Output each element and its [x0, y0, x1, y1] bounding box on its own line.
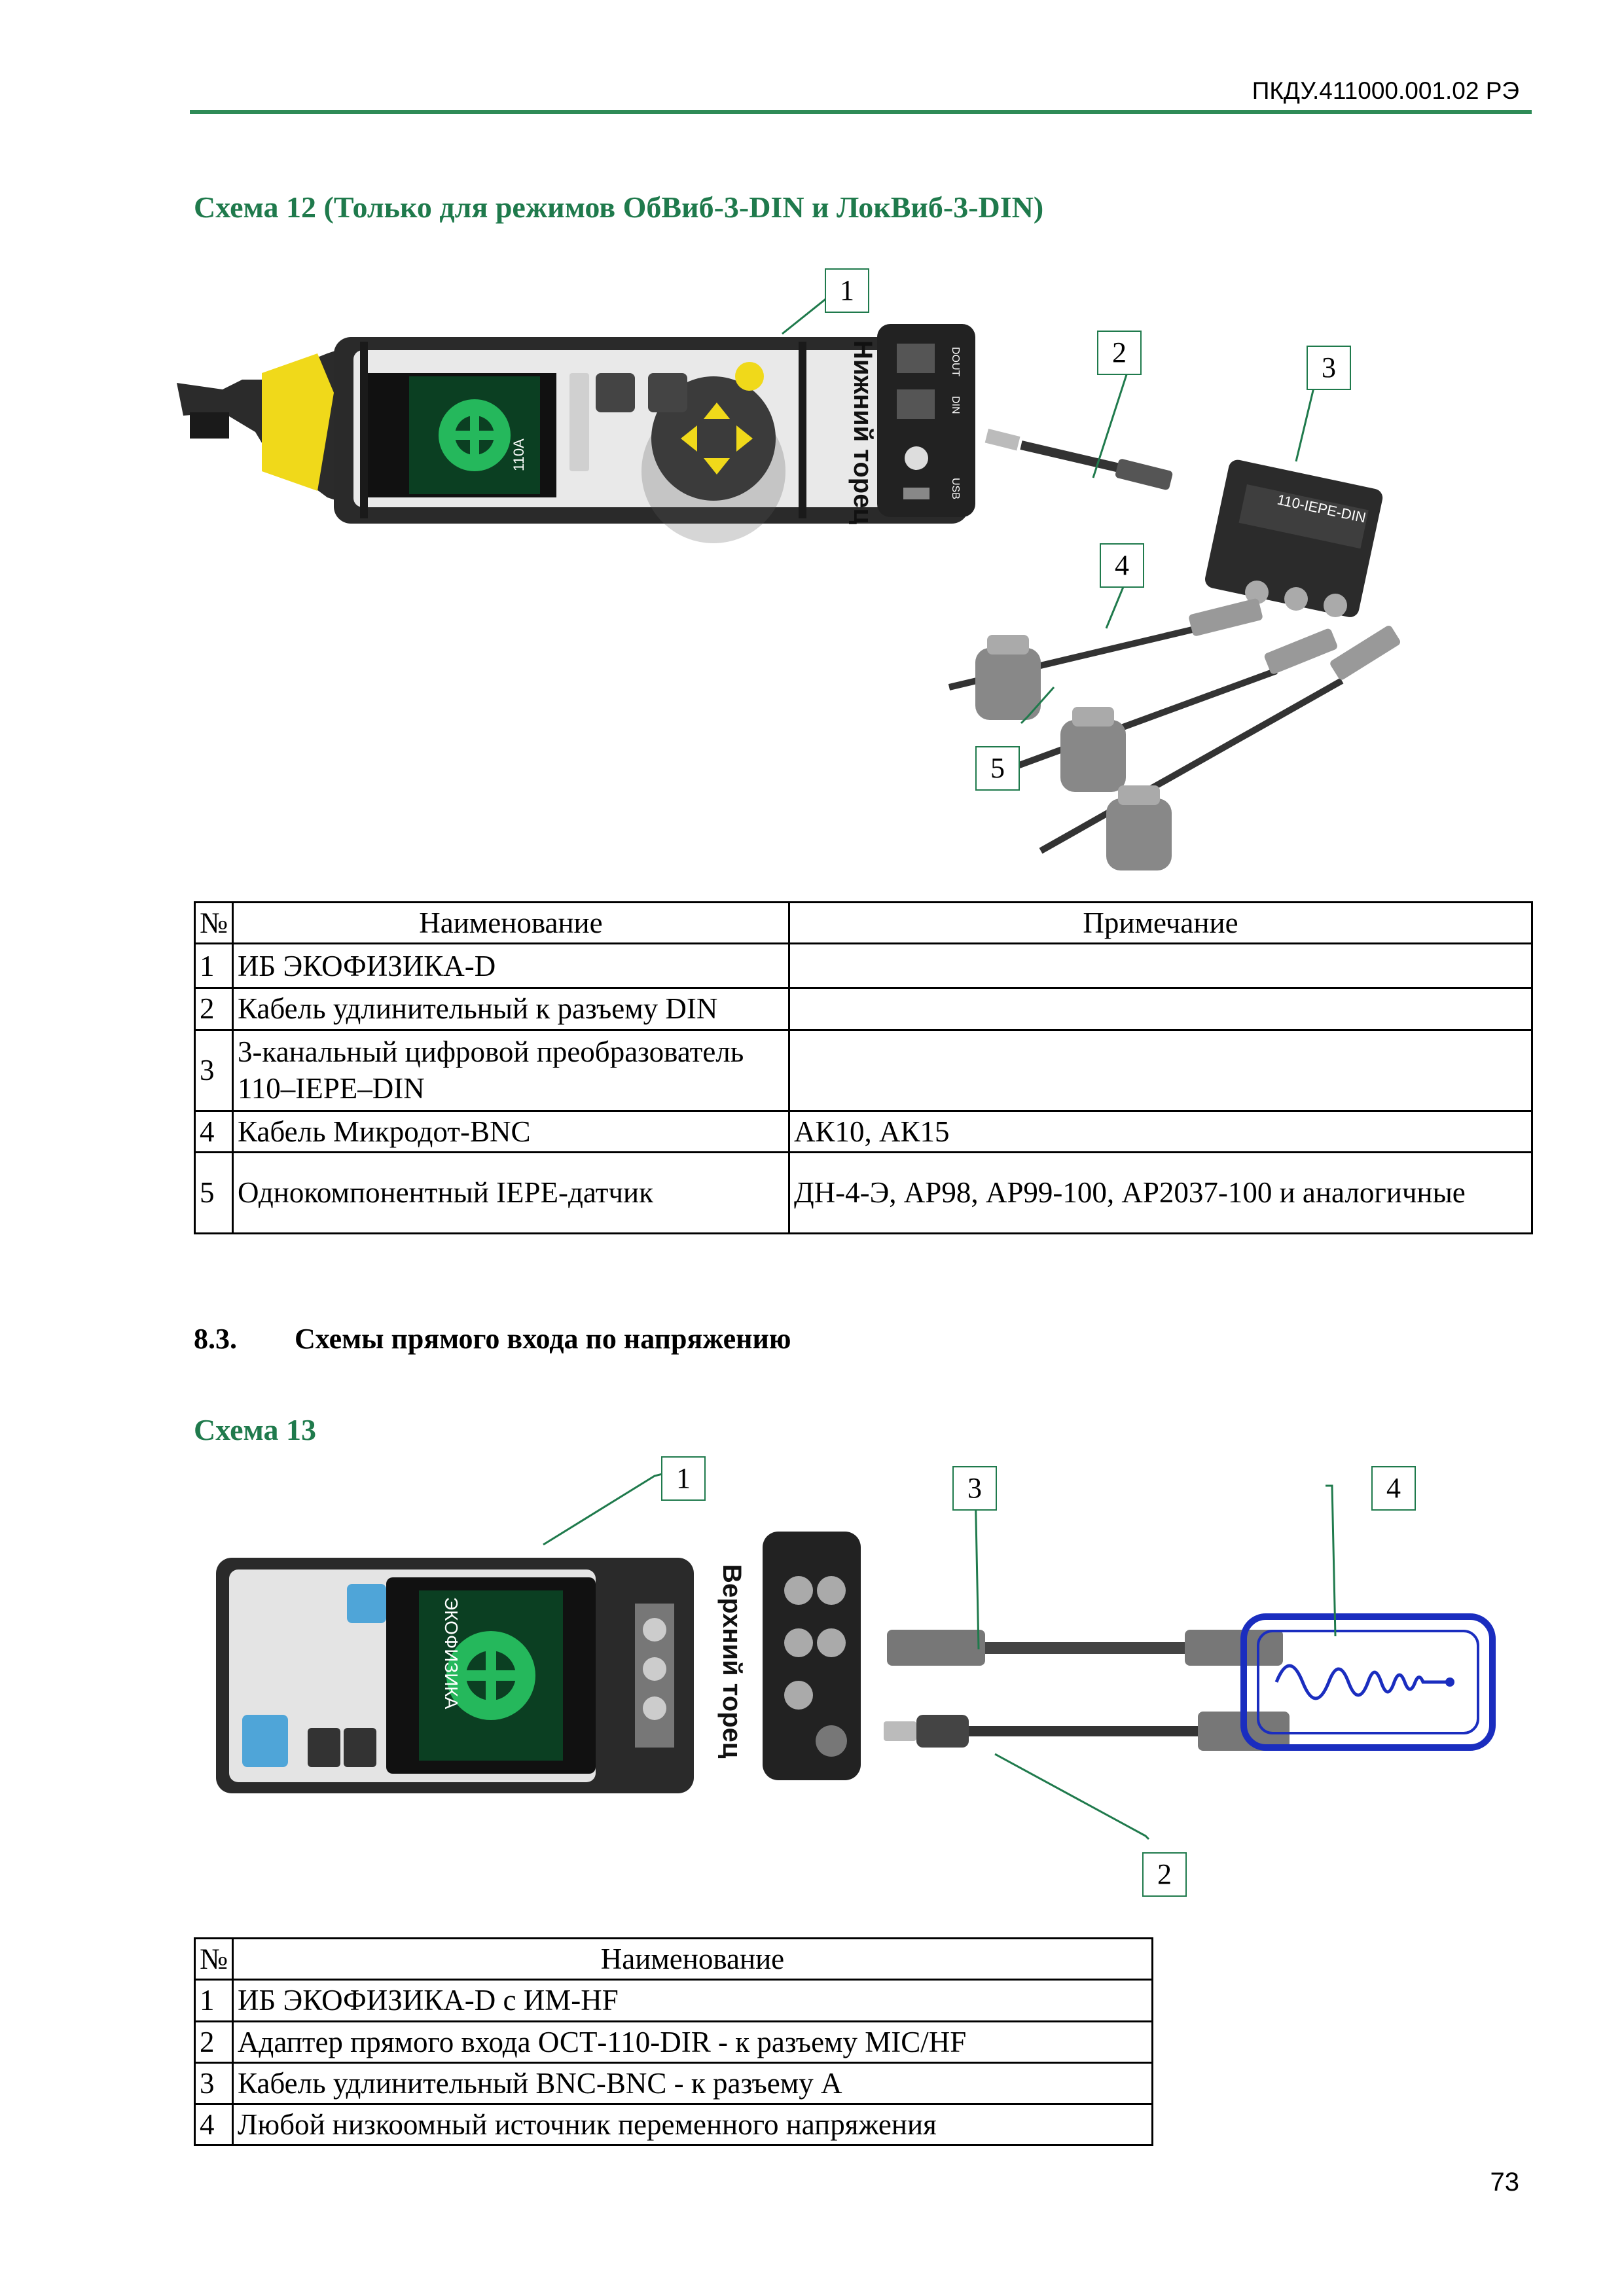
voltage-source: [1240, 1613, 1496, 1751]
row-number: 1: [194, 1979, 234, 2022]
page-number: 73: [1490, 2168, 1520, 2197]
sound-meter-device: 110A: [177, 337, 969, 543]
row-note: [787, 942, 1534, 990]
scheme-12-illustration: 110A Нижний торец DOUT DIN USB 110-IEPE-…: [177, 287, 1401, 870]
row-note: [787, 1028, 1534, 1112]
row-number: 1: [194, 942, 234, 990]
column-header-number: №: [194, 1937, 234, 1981]
row-name: Кабель Микродот-BNC: [231, 1109, 790, 1153]
port-label-din: DIN: [950, 396, 961, 414]
table-row: 2 Кабель удлинительный к разъему DIN: [194, 987, 1534, 1031]
row-name: 3-канальный цифровой преобразователь 110…: [231, 1028, 790, 1112]
table-row: 3 3-канальный цифровой преобразователь 1…: [194, 1028, 1534, 1112]
top-end-panel: [763, 1532, 861, 1780]
row-note: [787, 987, 1534, 1031]
scheme-12-title: Схема 12 (Только для режимов ОбВиб-3-DIN…: [194, 190, 1044, 224]
bottom-end-panel: DOUT DIN USB: [877, 324, 975, 517]
row-number: 4: [194, 2102, 234, 2147]
row-number: 4: [194, 1109, 234, 1153]
table-row: 1 ИБ ЭКОФИЗИКА-D: [194, 942, 1534, 990]
bnc-bnc-cable: [887, 1630, 1283, 1666]
row-name: Адаптер прямого входа ОСТ-110-DIR - к ра…: [231, 2020, 1154, 2064]
column-header-note: Примечание: [787, 901, 1534, 945]
scheme-12-callout-2: 2: [1097, 331, 1142, 375]
scheme-12-callout-3: 3: [1307, 346, 1351, 390]
table-row: 1 ИБ ЭКОФИЗИКА-D с ИМ-HF: [194, 1979, 1154, 2022]
microdot-bnc-cables: [948, 598, 1401, 854]
row-note: ДН-4-Э, АР98, АР99-100, АР2037-100 и ана…: [787, 1151, 1534, 1234]
device-model-label: 110A: [511, 439, 527, 471]
row-name: Любой низкоомный источник переменного на…: [231, 2102, 1154, 2147]
bottom-end-label: Нижний торец: [848, 340, 877, 524]
row-number: 3: [194, 1028, 234, 1112]
table-row: 4 Кабель Микродот-BNC АК10, АК15: [194, 1109, 1534, 1153]
iepe-sensors: [975, 635, 1172, 870]
column-header-name: Наименование: [231, 901, 790, 945]
scheme-12-callout-4: 4: [1100, 543, 1144, 588]
scheme-12-table: № Наименование Примечание 1 ИБ ЭКОФИЗИКА…: [194, 901, 1534, 1234]
section-number: 8.3.: [194, 1323, 237, 1355]
scheme-13-table: № Наименование 1 ИБ ЭКОФИЗИКА-D с ИМ-HF …: [194, 1937, 1154, 2147]
scheme-13-callout-2: 2: [1142, 1852, 1187, 1897]
header-rule: [190, 110, 1532, 114]
row-name: ИБ ЭКОФИЗИКА-D с ИМ-HF: [231, 1979, 1154, 2022]
scheme-13-illustration: ЭКОФИЗИКА Верхний торец: [216, 1471, 1496, 1840]
scheme-13-title: Схема 13: [194, 1413, 317, 1446]
row-name: Кабель удлинительный BNC-BNC - к разъему…: [231, 2061, 1154, 2106]
din-extension-cable: [984, 429, 1173, 490]
analyzer-device: ЭКОФИЗИКА: [216, 1558, 694, 1793]
table-header-row: № Наименование: [194, 1937, 1154, 1981]
row-number: 2: [194, 987, 234, 1031]
document-code: ПКДУ.411000.001.02 РЭ: [1252, 77, 1519, 104]
converter-110-iepe-din: 110-IEPE-DIN: [1205, 459, 1383, 617]
row-note: АК10, АК15: [787, 1109, 1534, 1153]
table-row: 5 Однокомпонентный IEPE-датчик ДН-4-Э, А…: [194, 1151, 1534, 1234]
dir-adapter-cable: [884, 1712, 1290, 1751]
column-header-name: Наименование: [231, 1937, 1154, 1981]
table-row: 4 Любой низкоомный источник переменного …: [194, 2102, 1154, 2147]
port-label-dout: DOUT: [950, 347, 961, 377]
scheme-13-callout-1: 1: [661, 1456, 706, 1501]
scheme-13-callout-3: 3: [952, 1466, 997, 1511]
row-number: 3: [194, 2061, 234, 2106]
device-brand-label: ЭКОФИЗИКА: [441, 1597, 461, 1710]
row-name: Однокомпонентный IEPE-датчик: [231, 1151, 790, 1234]
scheme-12-callout-5: 5: [975, 746, 1020, 791]
table-row: 2 Адаптер прямого входа ОСТ-110-DIR - к …: [194, 2020, 1154, 2064]
port-label-usb: USB: [950, 478, 961, 499]
top-end-label: Верхний торец: [717, 1564, 746, 1759]
row-number: 5: [194, 1151, 234, 1234]
section-title: Схемы прямого входа по напряжению: [295, 1323, 791, 1355]
table-row: 3 Кабель удлинительный BNC-BNC - к разъе…: [194, 2061, 1154, 2106]
column-header-number: №: [194, 901, 234, 945]
row-number: 2: [194, 2020, 234, 2064]
row-name: Кабель удлинительный к разъему DIN: [231, 987, 790, 1031]
scheme-13-callout-4: 4: [1371, 1466, 1416, 1511]
row-name: ИБ ЭКОФИЗИКА-D: [231, 942, 790, 990]
scheme-12-callout-1: 1: [825, 268, 869, 313]
table-header-row: № Наименование Примечание: [194, 901, 1534, 945]
